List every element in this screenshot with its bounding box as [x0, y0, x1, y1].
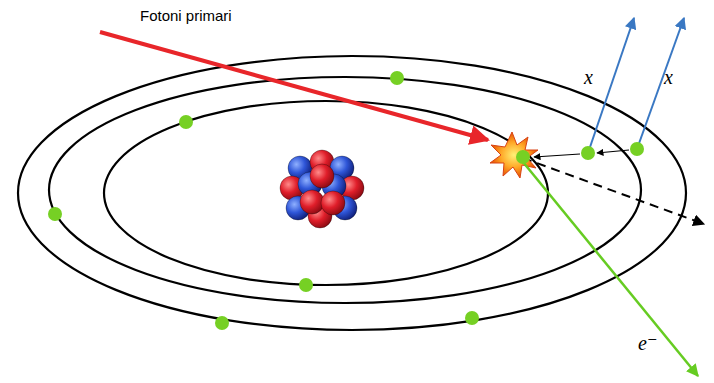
photon-label: Fotoni primari — [140, 8, 232, 25]
photon-arrow — [100, 32, 488, 140]
transition-arrow — [597, 150, 629, 153]
electron-label: e⁻ — [638, 332, 657, 354]
electron-arrow — [523, 162, 698, 376]
xray-arrow — [588, 18, 634, 153]
electrons — [48, 71, 644, 330]
orbits — [18, 56, 686, 330]
nucleus — [280, 150, 364, 228]
xray-label: x — [584, 66, 593, 88]
xray-arrow — [637, 18, 684, 149]
transition-arrow — [534, 154, 580, 157]
scattered-arrow — [523, 158, 704, 224]
xray-label: x — [664, 66, 673, 88]
